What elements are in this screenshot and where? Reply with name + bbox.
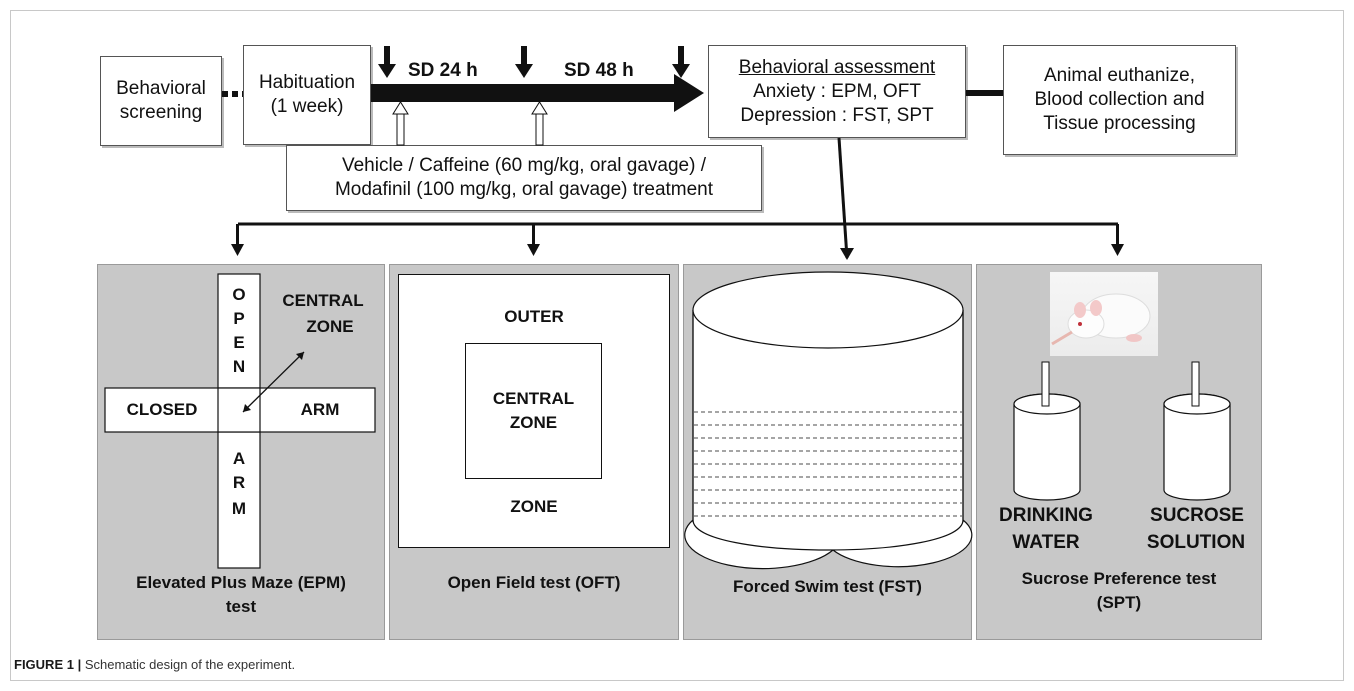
treatment-box: Vehicle / Caffeine (60 mg/kg, oral gavag… (286, 145, 762, 211)
final-line3: Tissue processing (1043, 113, 1196, 134)
epm-closed-arm (104, 387, 376, 433)
epm-open-letter-p: P (233, 309, 245, 328)
treatment-line1: Vehicle / Caffeine (60 mg/kg, oral gavag… (341, 155, 707, 176)
sd-timepoint-arrow-0 (378, 46, 396, 78)
epm-open-letter-e: E (233, 333, 245, 352)
figure-caption-text: Schematic design of the experiment. (81, 657, 296, 672)
fst-title: Forced Swim test (FST) (733, 577, 922, 596)
epm-title-line2: test (225, 597, 257, 616)
spt-drinking-water-line1: DRINKING (999, 505, 1093, 526)
assessment-down-head (840, 248, 854, 260)
treatment-line2: Modafinil (100 mg/kg, oral gavage) treat… (334, 179, 714, 200)
sd-48-label: SD 48 h (564, 60, 634, 81)
spt-sucrose-line2: SOLUTION (1146, 532, 1246, 553)
spt-sucrose-tube (1191, 361, 1200, 407)
epm-closed-label: CLOSED (126, 400, 198, 419)
epm-arm-label: ARM (300, 400, 340, 419)
epm-open-letter-n: N (232, 357, 246, 376)
spt-title-line1: Sucrose Preference test (1021, 569, 1217, 588)
epm-title-line1: Elevated Plus Maze (EPM) (136, 573, 346, 592)
oft-outer-label: OUTER (504, 307, 564, 326)
figure-caption: FIGURE 1 | Schematic design of the exper… (14, 657, 295, 672)
behavioral-assessment-box: Behavioral assessment Anxiety : EPM, OFT… (708, 45, 966, 138)
epm-open-arm-top (217, 273, 261, 389)
assessment-down-line (837, 137, 849, 259)
assessment-depression: Depression : FST, SPT (740, 104, 934, 126)
spt-sucrose-line1: SUCROSE (1150, 505, 1244, 526)
final-line2: Blood collection and (1034, 89, 1205, 110)
treatment-up-arrow-1 (392, 101, 409, 146)
spt-drinking-water-line2: WATER (1012, 532, 1080, 553)
epm-central-zone-line1: CENTRAL (282, 291, 364, 310)
sd-timepoint-arrow-48 (672, 46, 690, 78)
figure-frame (10, 10, 1344, 681)
epm-arm-letter-a: A (232, 449, 246, 468)
epm-arm-letter-r: R (232, 473, 246, 492)
spt-title-line2: (SPT) (1096, 593, 1142, 612)
branch-arrows (231, 224, 1124, 256)
oft-central-zone: CENTRAL ZONE (465, 343, 602, 479)
fst-water-lines (694, 411, 962, 517)
figure-label: FIGURE 1 | (14, 657, 82, 672)
behavioral-screening-box: Behavioral screening (100, 56, 222, 146)
sd-24-label: SD 24 h (408, 60, 478, 81)
treatment-up-arrow-2 (531, 101, 548, 146)
fst-cylinder-top (692, 271, 964, 349)
epm-arm-letter-m: M (231, 499, 247, 518)
oft-title: Open Field test (OFT) (447, 573, 621, 592)
epm-center-pointer (242, 351, 305, 413)
oft-central-zone-line1: CENTRAL (492, 389, 575, 408)
final-line1: Animal euthanize, (1043, 65, 1196, 86)
assessment-anxiety: Anxiety : EPM, OFT (753, 80, 921, 102)
rat-photo (1050, 272, 1158, 356)
epm-central-zone-line2: ZONE (306, 317, 354, 336)
sd-timepoint-arrow-24 (515, 46, 533, 78)
habituation-box: Habituation (1 week) (243, 45, 371, 145)
habituation-line2: (1 week) (270, 96, 344, 117)
behavioral-screening-line2: screening (119, 102, 203, 123)
oft-zone-label: ZONE (510, 497, 558, 516)
sd-main-arrow (371, 74, 704, 112)
epm-open-letter-o: O (232, 285, 246, 304)
habituation-line1: Habituation (258, 72, 356, 93)
rat-illustration (1051, 293, 1151, 346)
epm-open-arm-bottom (217, 431, 261, 569)
assessment-title: Behavioral assessment (738, 56, 936, 78)
behavioral-screening-line1: Behavioral (116, 78, 206, 99)
oft-central-zone-line2: ZONE (509, 413, 558, 432)
final-processing-box: Animal euthanize, Blood collection and T… (1003, 45, 1236, 155)
